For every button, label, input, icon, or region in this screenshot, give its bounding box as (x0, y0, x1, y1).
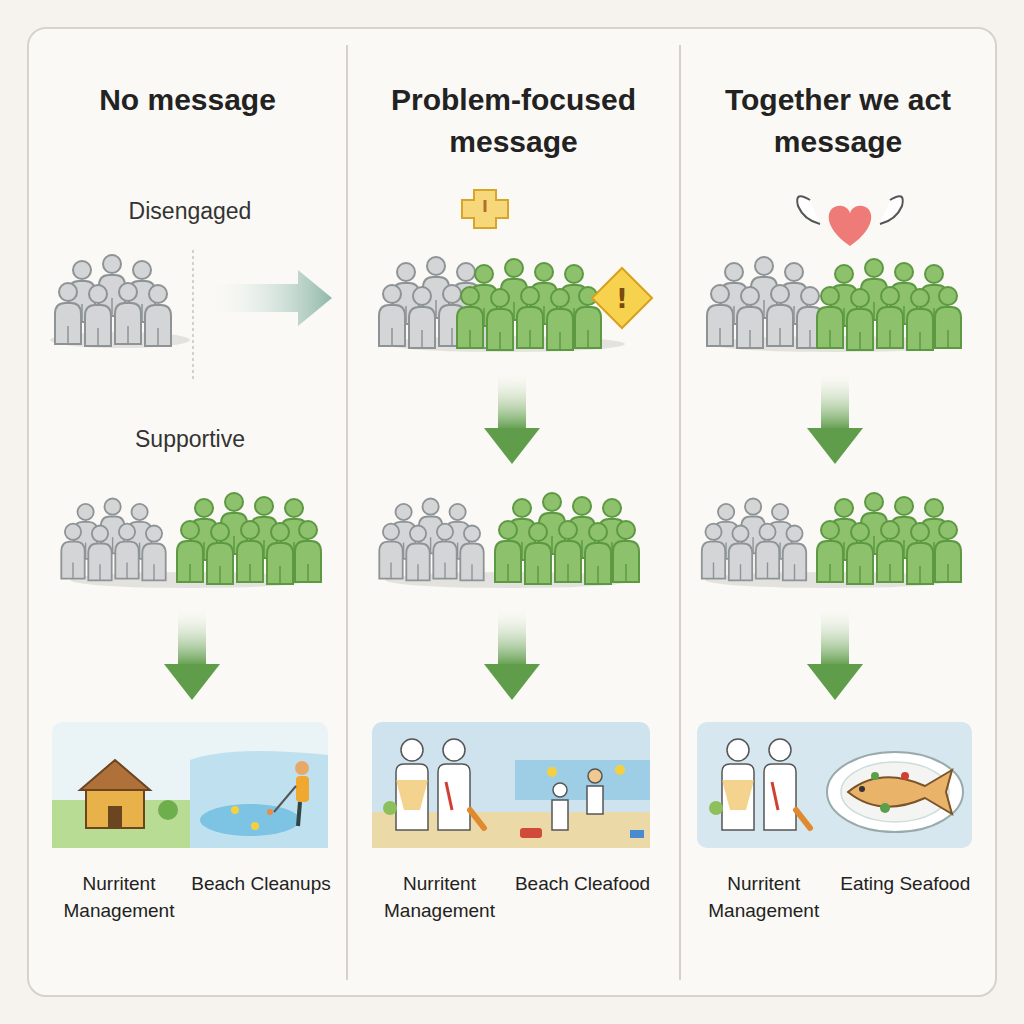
state-label: Supportive (135, 426, 245, 453)
tile-caption: Beach Cleafood (511, 870, 654, 924)
state-label: Disengaged (129, 198, 252, 225)
svg-text:!: ! (616, 284, 628, 314)
column-heading: Together we act message (680, 79, 996, 163)
tile-caption: Beach Cleanups (190, 870, 332, 924)
column-panel: No messageNurritent ManagementBeach Clea… (28, 28, 347, 996)
caption-row: Nurritent ManagementBeach Cleafood (368, 870, 654, 924)
column-panel: Together we act messageNurritent Managem… (680, 28, 996, 996)
column-heading: No message (28, 79, 347, 121)
caption-row: Nurritent ManagementEating Seafood (693, 870, 976, 924)
tile-caption: Nurritent Management (368, 870, 511, 924)
column-heading: Problem-focused message (347, 79, 680, 163)
scene-tile: Nurritent ManagementBeach Cleafood (368, 722, 654, 942)
tile-caption: Eating Seafood (835, 870, 977, 924)
scene-tile: Nurritent ManagementEating Seafood (693, 722, 976, 942)
column-panel: Problem-focused messageNurritent Managem… (347, 28, 680, 996)
tile-caption: Nurritent Management (48, 870, 190, 924)
tile-caption: Nurritent Management (693, 870, 835, 924)
caption-row: Nurritent ManagementBeach Cleanups (48, 870, 332, 924)
scene-tile: Nurritent ManagementBeach Cleanups (48, 722, 332, 942)
